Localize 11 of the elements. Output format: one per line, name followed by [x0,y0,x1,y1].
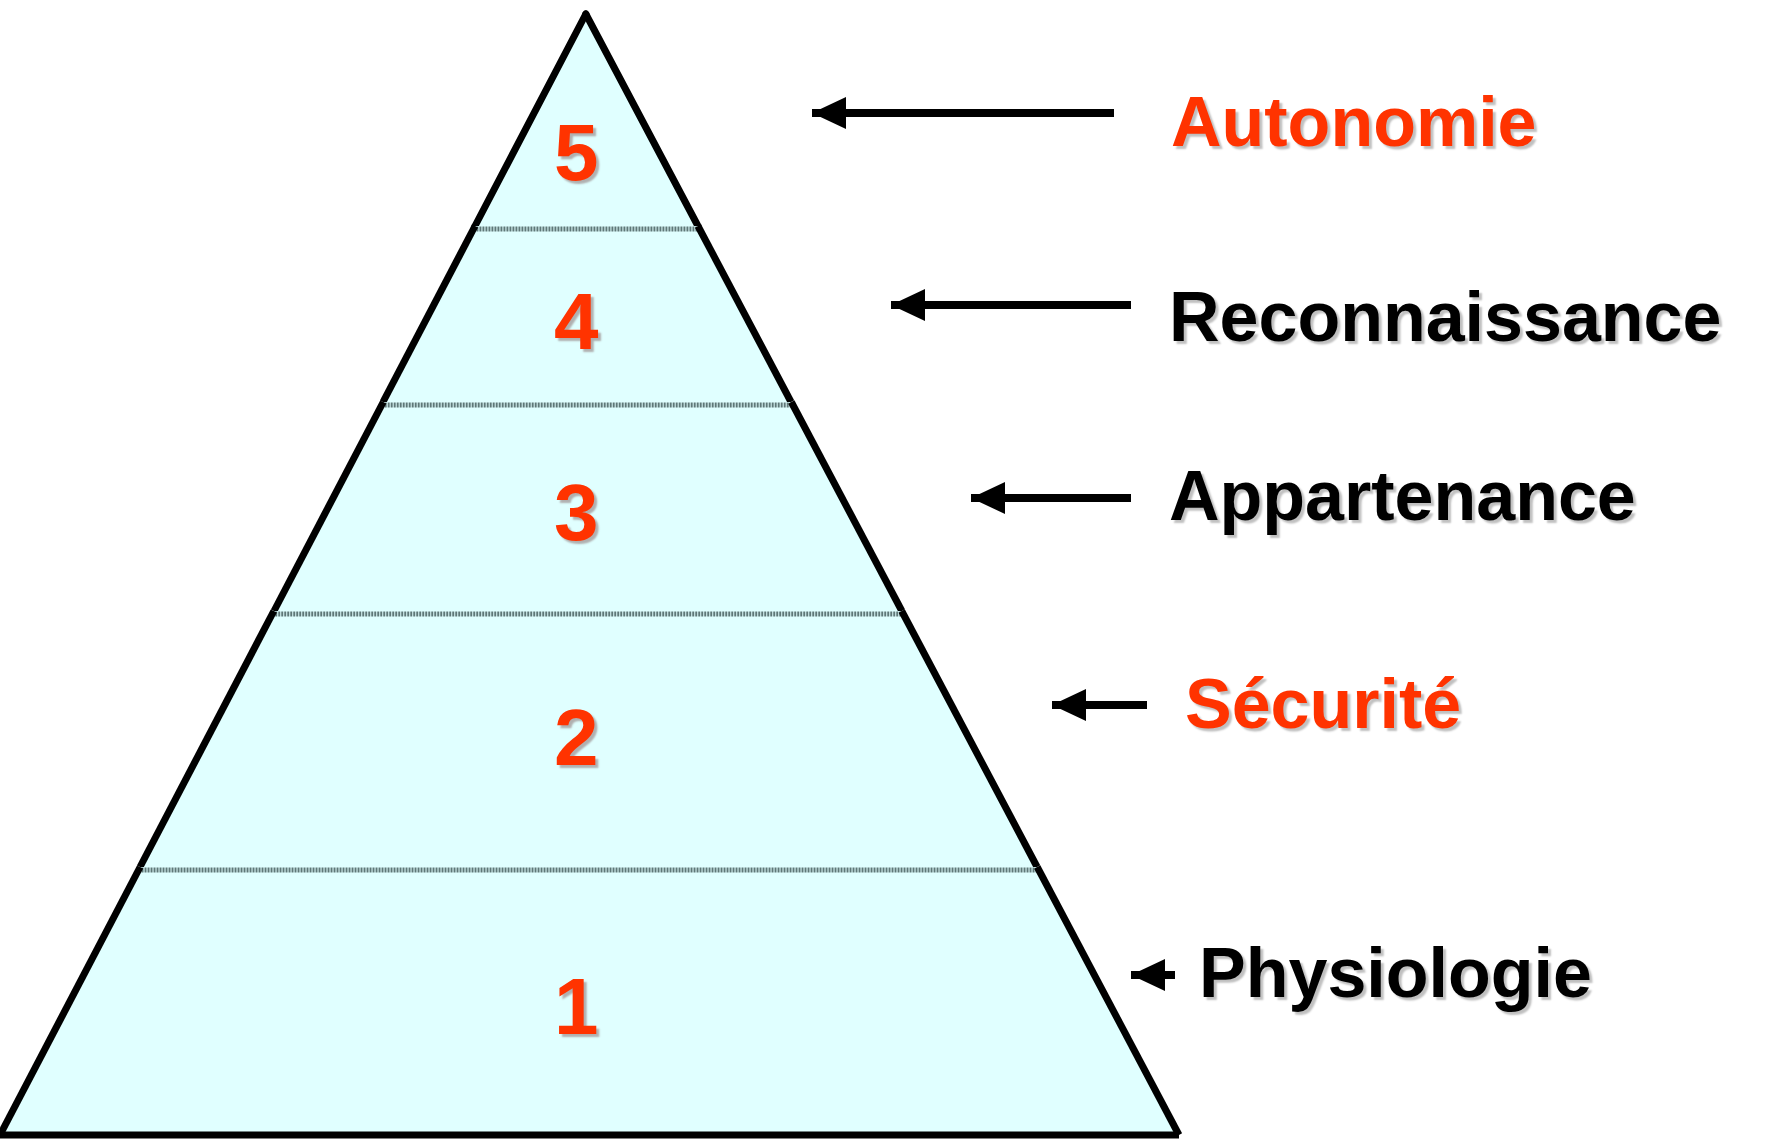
level-number: 1 [554,962,599,1052]
level-number: 2 [554,693,599,783]
level-number: 3 [554,468,599,558]
level-number: 4 [554,277,599,367]
pyramid-tier [0,867,1185,1139]
level-label: Physiologie [1199,928,1592,1018]
level-label: Reconnaissance [1169,272,1722,362]
level-label: Appartenance [1169,451,1636,541]
level-label: Autonomie [1171,77,1537,167]
level-label: Sécurité [1185,659,1462,749]
level-number: 5 [554,108,599,198]
